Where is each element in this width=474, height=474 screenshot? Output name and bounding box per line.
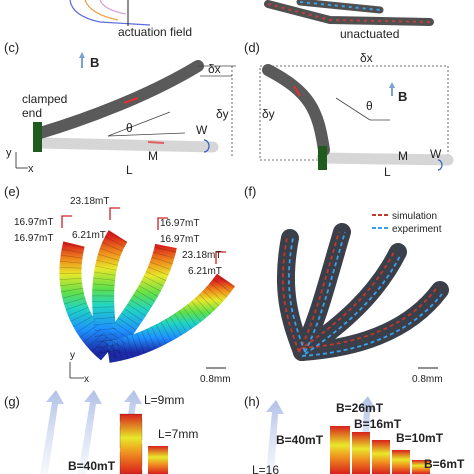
unactuated-beam — [296, 0, 384, 14]
beam-l9 — [120, 414, 142, 474]
b40-label: B=40mT — [276, 433, 324, 447]
unactuated-beam-dash — [267, 3, 431, 23]
w-label: W — [196, 123, 208, 137]
axis-y-label: y — [6, 147, 12, 159]
l-label: L — [126, 163, 133, 177]
dy-label: δy — [216, 107, 229, 121]
l7-label: L=7mm — [158, 427, 198, 441]
actuation-field-label: actuation field — [118, 25, 192, 39]
l9-label: L=9mm — [144, 393, 184, 407]
panel-f: (f) simulation experiment 0.8mm — [244, 184, 449, 385]
dy-label: δy — [262, 107, 275, 121]
field-label-4: 6.21mT — [72, 230, 106, 241]
b10-label: B=10mT — [396, 431, 444, 445]
m-label: M — [398, 149, 408, 163]
panel-label-f: (f) — [244, 184, 256, 199]
b6-label: B=6mT — [424, 457, 465, 471]
dx-label: δx — [208, 62, 221, 76]
w-label: W — [430, 147, 442, 161]
initial-beam — [34, 137, 219, 153]
deflected-beam — [262, 64, 330, 156]
w-arrow — [203, 139, 210, 153]
l16-label: L=16 — [252, 463, 279, 474]
legend-experiment-label: experiment — [392, 224, 442, 235]
mesh-lines — [59, 241, 116, 361]
panel-label-g: (g) — [4, 394, 20, 409]
legend-simulation-label: simulation — [392, 211, 437, 222]
theta-label: θ — [366, 99, 373, 113]
panel-label-d: (d) — [244, 40, 260, 55]
panel-h: (h) B=40mT B=26mT B=16mT B=10mT B=6mT L=… — [244, 394, 465, 474]
beam-b6 — [412, 460, 430, 474]
axis-x-label: x — [84, 374, 89, 385]
b26-label: B=26mT — [336, 401, 384, 415]
initial-beam — [316, 152, 454, 166]
simulation-lines — [282, 231, 439, 353]
field-label-6: 16.97mT — [160, 234, 199, 245]
deflected-beam — [34, 60, 204, 139]
panel-c: (c) clamped end δx δy θ M W L y x — [4, 40, 236, 177]
theta-ref-line — [335, 97, 371, 121]
field-label-2: 16.97mT — [14, 233, 53, 244]
b16-label: B=16mT — [354, 417, 402, 431]
field-label-1: 16.97mT — [14, 217, 53, 228]
axis-y-label: y — [70, 350, 75, 361]
field-label-8: 6.21mT — [188, 266, 222, 277]
field-arrows — [61, 207, 226, 264]
experiment-beams — [276, 223, 449, 361]
b40-label: B=40mT — [68, 459, 116, 473]
field-line — [99, 0, 127, 15]
theta-line — [107, 111, 171, 137]
field-line — [84, 0, 119, 21]
beam-b10 — [392, 450, 410, 474]
beam-l7 — [148, 446, 168, 474]
beam-l9-mesh — [119, 413, 143, 474]
magnetization-mark — [293, 85, 301, 97]
theta-ref-line — [107, 132, 186, 137]
m-mark — [147, 141, 165, 144]
panel-label-h: (h) — [244, 394, 260, 409]
b-label: B — [398, 89, 407, 104]
unactuated-label: unactuated — [340, 27, 399, 41]
field-label-5: 16.97mT — [160, 218, 199, 229]
top-strip: actuation field B unactuated — [69, 0, 434, 70]
field-label-3: 23.18mT — [70, 196, 109, 207]
clamp-block — [33, 122, 42, 152]
beam-b26 — [352, 432, 370, 474]
b-arrow-head — [79, 52, 85, 58]
w-arrow — [437, 159, 443, 171]
scale-label: 0.8mm — [200, 374, 231, 385]
field-label-7: 23.18mT — [182, 250, 221, 261]
panel-d: (d) δx δy θ B M W L — [244, 40, 454, 179]
end-label: end — [22, 106, 42, 120]
panel-g: (g) L=9mm L=7mm B=40mT — [4, 390, 198, 474]
scale-label: 0.8mm — [412, 374, 443, 385]
panel-label-e: (e) — [4, 184, 20, 199]
b-arrow-head — [389, 82, 395, 88]
dx-label: δx — [360, 51, 373, 65]
b-label: B — [90, 55, 99, 70]
clamped-label: clamped — [22, 92, 67, 106]
magnetization-mark — [123, 97, 139, 104]
fea-beam-4 — [106, 273, 236, 363]
l-label: L — [384, 165, 391, 179]
panel-label-c: (c) — [4, 40, 19, 55]
beam-b40 — [330, 426, 350, 474]
clamp-block — [318, 146, 327, 170]
m-label: M — [148, 149, 158, 163]
axis-x-label: x — [28, 163, 34, 175]
experiment-lines — [288, 231, 443, 357]
theta-label: θ — [126, 121, 133, 135]
panel-e: (e) 16.97mT 16.97mT 23.18mT 6.21mT 16.97… — [4, 184, 236, 385]
field-line — [69, 0, 151, 26]
beam-b16 — [372, 440, 390, 474]
